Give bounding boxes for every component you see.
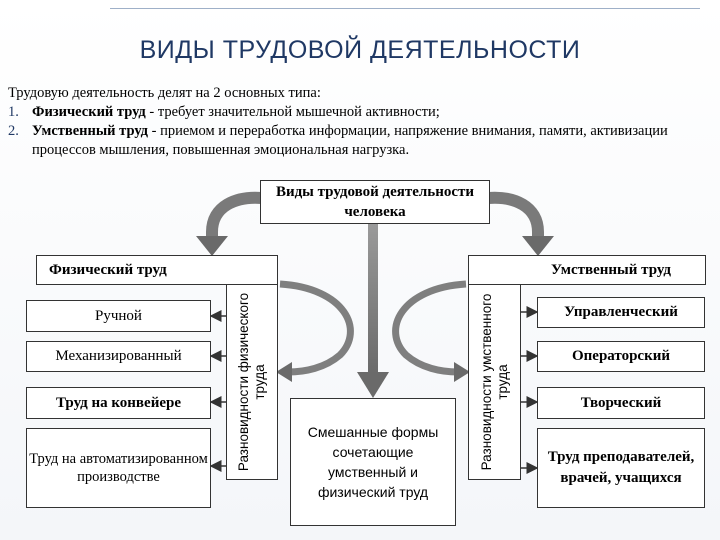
intro-text: Трудовую деятельность делят на 2 основны… (8, 84, 712, 160)
mental-types-label: Разновидности умственного труда (478, 293, 510, 471)
physical-type-label: Механизированный (55, 348, 182, 364)
mental-labor-box: Умственный труд (468, 255, 706, 285)
mental-types-label-box: Разновидности умственного труда (468, 284, 521, 480)
physical-type-label: Ручной (95, 307, 142, 324)
mental-type-label: Операторский (571, 348, 671, 364)
mixed-forms-label: Смешанные формы сочетающие умственный и … (307, 424, 439, 500)
intro-item-term: Физический труд (32, 104, 146, 120)
mental-type-label: Труд преподавателей, врачей, учащихся (547, 449, 695, 486)
intro-item-number: 2. (8, 123, 19, 139)
physical-labor-box: Физический труд (36, 255, 278, 285)
mental-type-box: Труд преподавателей, врачей, учащихся (537, 428, 705, 508)
curved-arrow-right (487, 191, 554, 256)
header-rule (110, 8, 700, 15)
intro-item-number: 1. (8, 104, 19, 120)
physical-type-label: Труд на автоматизированном производстве (29, 451, 208, 485)
physical-type-box: Труд на автоматизированном производстве (26, 428, 211, 508)
left-curve (276, 280, 354, 382)
root-label: Виды трудовой деятельности человека (275, 184, 475, 220)
physical-type-box: Труд на конвейере (26, 387, 211, 419)
mental-type-label: Творческий (580, 394, 662, 411)
physical-type-label: Труд на конвейере (55, 394, 181, 411)
physical-labor-label: Физический труд (49, 261, 167, 278)
mental-type-box: Управленческий (537, 297, 705, 328)
mixed-forms-box: Смешанные формы сочетающие умственный и … (290, 398, 456, 526)
mental-type-box: Операторский (537, 341, 705, 372)
page-title: ВИДЫ ТРУДОВОЙ ДЕЯТЕЛЬНОСТИ (139, 36, 581, 64)
mental-labor-label: Умственный труд (550, 261, 671, 278)
intro-item-text: - приемом и переработка информации, напр… (32, 123, 668, 158)
intro-lead: Трудовую деятельность делят на 2 основны… (8, 85, 321, 101)
intro-item: 1. Физический труд - требует значительно… (8, 103, 712, 122)
right-curve (392, 280, 470, 382)
physical-type-box: Ручной (26, 300, 211, 332)
intro-item-term: Умственный труд (32, 123, 149, 139)
physical-type-box: Механизированный (26, 341, 211, 372)
physical-types-label: Разновидности физического труда (236, 292, 267, 472)
curved-arrow-left (196, 191, 263, 256)
physical-types-label-box: Разновидности физического труда (226, 284, 278, 480)
mental-type-box: Творческий (537, 387, 705, 419)
intro-item-text: - требует значительной мышечной активнос… (145, 104, 440, 120)
mental-type-label: Управленческий (564, 304, 678, 320)
root-box: Виды трудовой деятельности человека (260, 180, 490, 224)
center-arrow-down (357, 224, 389, 398)
intro-item: 2. Умственный труд - приемом и переработ… (8, 122, 712, 160)
